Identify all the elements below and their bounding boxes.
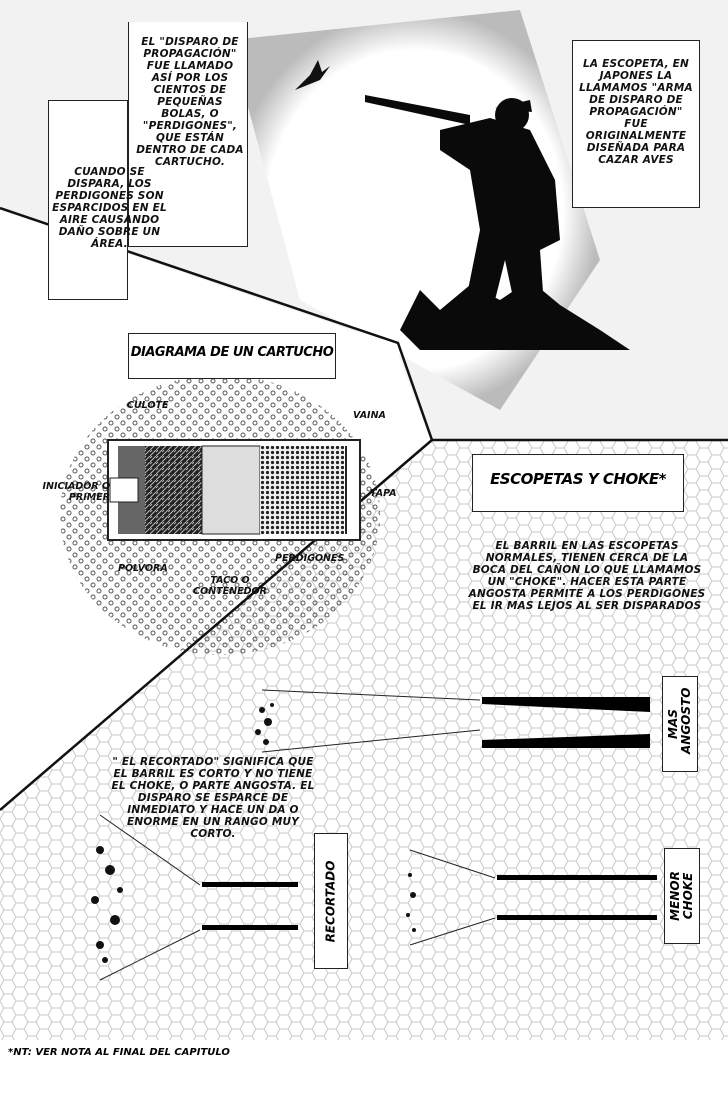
label-polvora: POLVORA xyxy=(118,563,168,574)
cartridge-title-box xyxy=(128,333,336,379)
label-less-choke: MENOR CHOKE xyxy=(668,871,695,921)
caption-propagation: El "disparo de propagación" fue llamado … xyxy=(136,36,244,168)
label-perdigones: PERDIGONES xyxy=(275,553,345,564)
label-box-sawed: RECORTADO xyxy=(314,833,348,969)
barrel-less-choke xyxy=(406,849,657,946)
barrel-narrow xyxy=(255,689,650,753)
caption-sawed: " El recortado" significa que el barril … xyxy=(111,756,315,840)
barrel-sawed xyxy=(91,814,298,981)
caption-fired: Cuando se dispara, los perdigones son es… xyxy=(52,166,167,250)
cartridge-diagram xyxy=(107,439,361,541)
cartridge-title: DIAGRAMA DE UN CARTUCHO xyxy=(130,345,334,360)
panel-caption-box xyxy=(48,100,128,300)
label-tapa: TAPA xyxy=(370,488,397,499)
label-culote: CULOTE xyxy=(127,400,169,411)
hunter-silhouette xyxy=(365,95,630,350)
caption-choke: El barril en las escopetas normales, tie… xyxy=(468,540,706,612)
label-sawed: RECORTADO xyxy=(323,860,338,942)
caption-shotgun: La escopeta, en japones la llamamos "arm… xyxy=(579,58,693,166)
label-box-narrow: MAS ANGOSTO xyxy=(662,676,698,772)
label-vaina: VAINA xyxy=(353,410,386,421)
label-taco: TACO O CONTENEDOR xyxy=(193,575,267,597)
label-box-less-choke: MENOR CHOKE xyxy=(664,848,700,944)
footnote: *NT: VER NOTA AL FINAL DEL CAPITULO xyxy=(8,1047,230,1058)
caption-box-propagation xyxy=(128,22,248,247)
choke-title-box xyxy=(472,454,684,512)
label-primer: INICIADOR O PRIMER xyxy=(42,481,110,503)
bird-silhouette xyxy=(295,60,330,90)
caption-box-shotgun xyxy=(572,40,700,208)
label-narrow: MAS ANGOSTO xyxy=(666,687,693,754)
choke-title: ESCOPETAS Y CHOKE* xyxy=(490,470,666,488)
